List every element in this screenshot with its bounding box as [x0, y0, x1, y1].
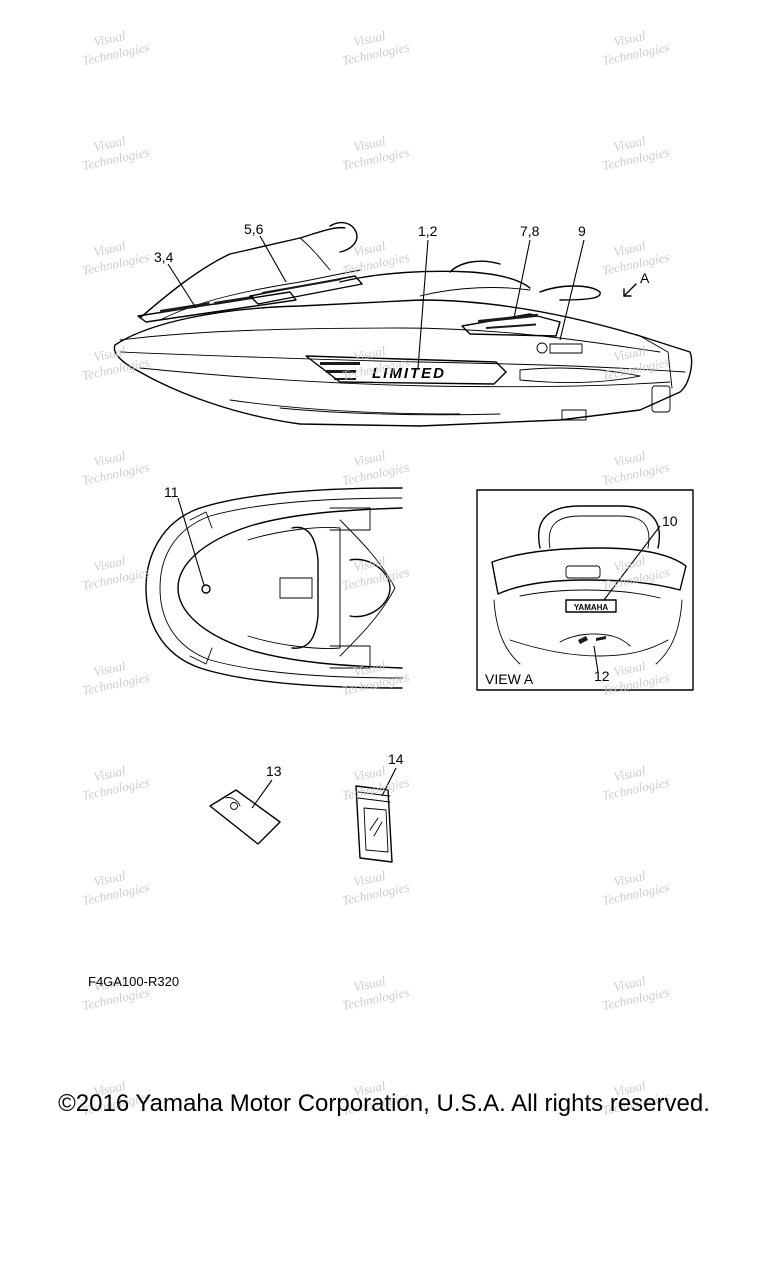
svg-text:Visual: Visual	[92, 133, 127, 154]
svg-text:Visual: Visual	[612, 448, 647, 469]
callout-13: 13	[266, 763, 282, 779]
view-a-panel: YAMAHA	[476, 489, 694, 691]
callout-1-2: 1,2	[418, 223, 438, 239]
svg-text:Visual: Visual	[612, 1078, 647, 1099]
svg-text:Visual: Visual	[92, 868, 127, 889]
svg-text:Visual: Visual	[352, 868, 387, 889]
view-arrow-label: A	[640, 270, 650, 286]
svg-text:Visual: Visual	[92, 763, 127, 784]
drawing-code: F4GA100-R320	[88, 974, 180, 989]
svg-text:Visual: Visual	[352, 343, 387, 364]
svg-text:Visual: Visual	[92, 238, 127, 259]
callout-10: 10	[662, 513, 678, 529]
callout-3-4: 3,4	[154, 249, 174, 265]
stern-badge-text: YAMAHA	[574, 603, 609, 612]
svg-text:Visual: Visual	[352, 553, 387, 574]
callout-11: 11	[164, 484, 179, 500]
svg-text:Visual: Visual	[612, 763, 647, 784]
part-13-pouch	[209, 779, 281, 845]
svg-text:Visual: Visual	[352, 448, 387, 469]
svg-text:Visual: Visual	[92, 448, 127, 469]
svg-text:Visual: Visual	[92, 658, 127, 679]
side-decal-text: LIMITED	[372, 365, 446, 382]
part-14-holder	[355, 767, 397, 863]
callout-5-6: 5,6	[244, 221, 264, 237]
copyright-notice: ©2016 Yamaha Motor Corporation, U.S.A. A…	[58, 1090, 710, 1117]
svg-text:Visual: Visual	[352, 1078, 387, 1099]
watercraft-top-view	[145, 487, 403, 689]
callout-7-8: 7,8	[520, 223, 540, 239]
svg-text:Visual: Visual	[612, 658, 647, 679]
svg-text:Visual: Visual	[92, 973, 127, 994]
svg-text:Visual: Visual	[92, 343, 127, 364]
svg-text:Visual: Visual	[92, 1078, 127, 1099]
callout-12: 12	[594, 668, 610, 684]
svg-text:Visual: Visual	[612, 28, 647, 49]
svg-text:Visual: Visual	[612, 973, 647, 994]
svg-text:Visual: Visual	[352, 973, 387, 994]
svg-text:Visual: Visual	[612, 868, 647, 889]
svg-text:Visual: Visual	[612, 133, 647, 154]
svg-text:Visual: Visual	[352, 238, 387, 259]
svg-text:Visual: Visual	[352, 28, 387, 49]
svg-text:Visual: Visual	[352, 763, 387, 784]
svg-text:Visual: Visual	[612, 553, 647, 574]
callout-9: 9	[578, 223, 586, 239]
svg-text:Visual: Visual	[92, 28, 127, 49]
svg-text:Visual: Visual	[612, 343, 647, 364]
watercraft-side-view: LIMITED	[113, 221, 693, 427]
view-a-label: VIEW A	[485, 671, 534, 687]
callout-14: 14	[388, 751, 404, 767]
svg-text:Visual: Visual	[92, 553, 127, 574]
svg-text:Visual: Visual	[352, 133, 387, 154]
svg-text:Visual: Visual	[612, 238, 647, 259]
svg-text:Visual: Visual	[352, 658, 387, 679]
